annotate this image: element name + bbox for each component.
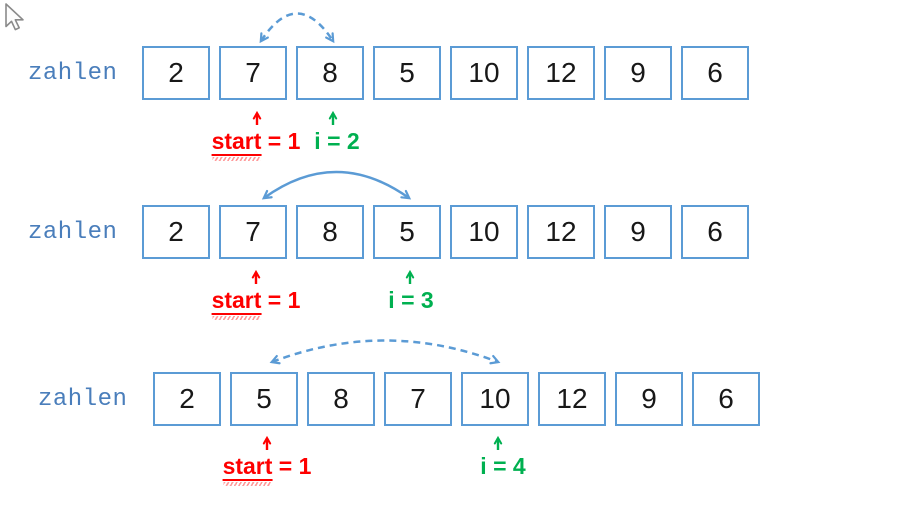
array-step3: 2 5 8 7 10 12 9 6 [153,372,760,426]
i-pointer-label-step3: i = 4 [480,453,526,479]
swap-arc-step3 [269,339,501,365]
i-pointer-label-step1: i = 2 [314,128,360,154]
array-cell: 10 [450,205,518,259]
array-cell: 9 [604,46,672,100]
array-cell: 7 [219,46,287,100]
array-variable-label-step3: zahlen [38,386,128,413]
array-cell: 2 [153,372,221,426]
array-cell: 10 [450,46,518,100]
start-value: = 1 [272,453,312,479]
array-step1: 2 7 8 5 10 12 9 6 [142,46,749,100]
mouse-cursor-icon [5,3,24,31]
array-cell: 6 [692,372,760,426]
array-cell: 5 [373,205,441,259]
start-pointer-label-step1: start = 1 [211,128,301,156]
array-cell: 9 [604,205,672,259]
array-cell: 8 [307,372,375,426]
array-variable-label-step1: zahlen [28,60,118,87]
swap-arc-step1 [259,12,335,44]
start-word: start [211,128,262,156]
array-cell: 5 [373,46,441,100]
array-step2: 2 7 8 5 10 12 9 6 [142,205,749,259]
array-cell: 12 [538,372,606,426]
start-value: = 1 [261,287,301,313]
array-cell: 7 [384,372,452,426]
array-cell: 2 [142,205,210,259]
i-pointer-label-step2: i = 3 [388,287,434,313]
array-cell: 5 [230,372,298,426]
array-cell: 8 [296,46,364,100]
array-cell: 12 [527,205,595,259]
array-cell: 6 [681,205,749,259]
array-cell: 10 [461,372,529,426]
array-cell: 2 [142,46,210,100]
array-cell: 7 [219,205,287,259]
start-pointer-label-step2: start = 1 [211,287,301,315]
array-variable-label-step2: zahlen [28,219,118,246]
start-word: start [211,287,262,315]
array-cell: 12 [527,46,595,100]
array-cell: 6 [681,46,749,100]
array-cell: 9 [615,372,683,426]
swap-arc-step2 [261,170,412,200]
array-cell: 8 [296,205,364,259]
start-pointer-label-step3: start = 1 [222,453,312,481]
start-word: start [222,453,273,481]
start-value: = 1 [261,128,301,154]
